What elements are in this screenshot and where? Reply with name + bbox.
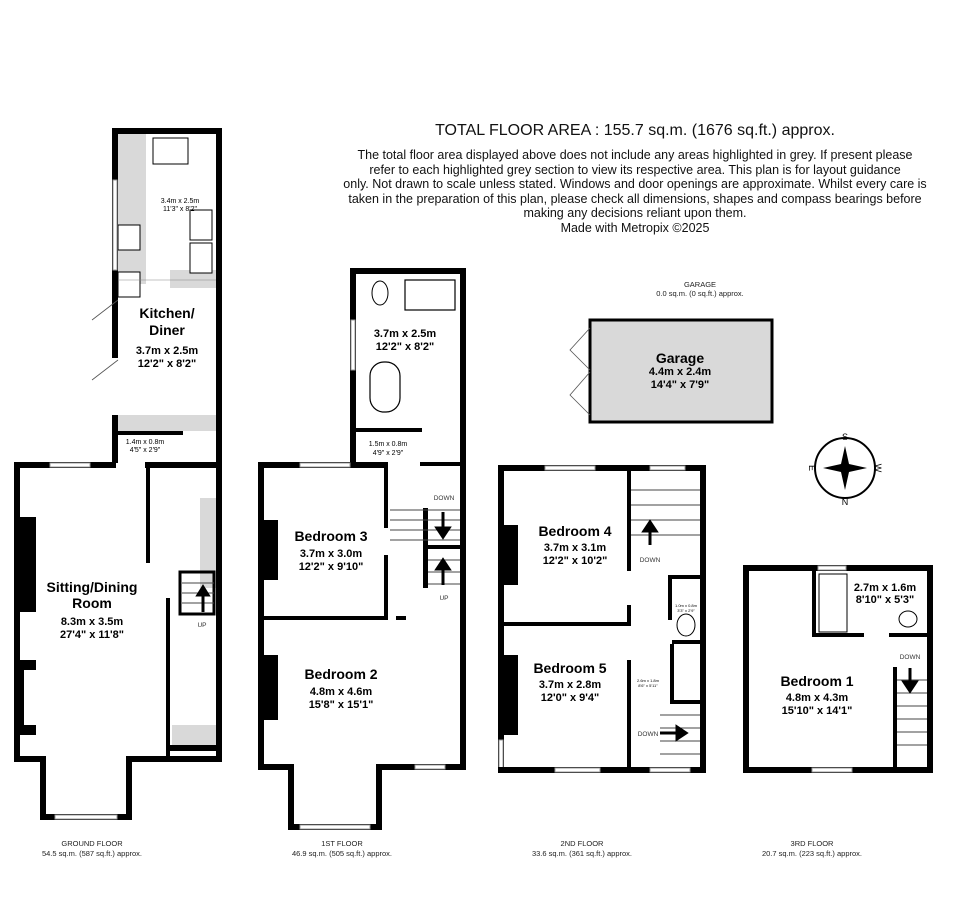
landing-dimensions-m: 2.6m x 1.8m <box>637 678 660 683</box>
stairs-up-label: UP <box>197 622 206 629</box>
bedroom-1-dimensions-ft: 15'10" x 14'1" <box>782 705 853 717</box>
compass-n: N <box>842 497 849 507</box>
wc-dimensions-ft: 4'9" x 2'9" <box>373 450 404 457</box>
garage-dimensions-ft: 14'4" x 7'9" <box>651 379 709 391</box>
room-name-bedroom-3: Bedroom 3 <box>294 528 367 544</box>
landing-dimensions-ft: 8'6" x 5'11" <box>638 683 658 688</box>
floor-area: 20.7 sq.m. (223 sq.ft.) approx. <box>762 849 862 858</box>
disclaimer-line: The total floor area displayed above doe… <box>357 148 913 162</box>
second-floor: DOWN DOWN Bedroom 4 3.7m x 3.1m 12'2" x … <box>498 465 706 858</box>
stairs-down-label: DOWN <box>640 557 661 564</box>
bedroom-3-dimensions-m: 3.7m x 3.0m <box>300 548 363 560</box>
floor-caption: 1ST FLOOR <box>321 839 363 848</box>
first-stairs <box>390 508 460 588</box>
stairs-down-label: DOWN <box>434 495 455 502</box>
room-name-bedroom-5: Bedroom 5 <box>533 660 606 676</box>
disclaimer-line: only. Not drawn to scale unless stated. … <box>343 177 927 192</box>
floor-area: 54.5 sq.m. (587 sq.ft.) approx. <box>42 849 142 858</box>
room-name-kitchen-2: Diner <box>149 322 185 338</box>
first-floor: DOWN UP 3.7m x 2.5m 12'2" x 8'2" 1.5m x … <box>258 268 466 858</box>
bedroom-4-dimensions-ft: 12'2" x 10'2" <box>543 555 608 567</box>
bedroom-2-dimensions-ft: 15'8" x 15'1" <box>309 699 374 711</box>
room-name-sitting-2: Room <box>72 595 112 611</box>
garage-caption: GARAGE <box>684 280 716 289</box>
room-name-bedroom-4: Bedroom 4 <box>538 523 611 539</box>
wc-dimensions-m: 1.5m x 0.8m <box>369 441 408 448</box>
bedroom-5-dimensions-m: 3.7m x 2.8m <box>539 679 602 691</box>
bedroom-3-dimensions-ft: 12'2" x 9'10" <box>299 561 364 573</box>
bedroom-1-dimensions-m: 4.8m x 4.3m <box>786 692 849 704</box>
bedroom-5-dimensions-ft: 12'0" x 9'4" <box>541 692 599 704</box>
compass-w: W <box>873 464 883 473</box>
stairs-up-label: UP <box>439 595 448 602</box>
wc-dimensions-m: 1.4m x 0.8m <box>126 439 165 446</box>
wc-dimensions-ft: 3'3" x 2'9" <box>677 608 695 613</box>
room-name-kitchen: Kitchen/ <box>139 305 194 321</box>
room-name-bedroom-1: Bedroom 1 <box>780 673 853 689</box>
disclaimer: The total floor area displayed above doe… <box>330 148 940 236</box>
ground-stairs <box>178 570 216 616</box>
credit: Made with Metropix ©2025 <box>560 220 710 235</box>
floor-area: 46.9 sq.m. (505 sq.ft.) approx. <box>292 849 392 858</box>
room-name-sitting: Sitting/Dining <box>47 579 138 595</box>
floor-area: 33.6 sq.m. (361 sq.ft.) approx. <box>532 849 632 858</box>
wc-dimensions-m: 1.0m x 0.8m <box>675 603 698 608</box>
bedroom-2-dimensions-m: 4.8m x 4.6m <box>310 686 373 698</box>
disclaimer-line: making any decisions reliant upon them. <box>523 206 747 221</box>
kitchen-area-dimensions-ft: 11'3" x 8'2" <box>163 206 197 213</box>
room-name-bedroom-2: Bedroom 2 <box>304 666 377 682</box>
disclaimer-line: taken in the preparation of this plan, p… <box>348 191 922 206</box>
compass-e: E <box>807 465 817 471</box>
kitchen-dimensions-m: 3.7m x 2.5m <box>136 345 199 357</box>
ground-floor: UP 3.4m x 2.5m 11'3" x 8'2" Kitchen/ Din… <box>14 128 222 858</box>
sitting-dimensions-ft: 27'4" x 11'8" <box>60 629 124 641</box>
garage-area: 0.0 sq.m. (0 sq.ft.) approx. <box>656 289 744 298</box>
wc-dimensions-ft: 4'5" x 2'9" <box>130 447 161 454</box>
total-floor-area-title: TOTAL FLOOR AREA : 155.7 sq.m. (1676 sq.… <box>435 122 835 139</box>
sitting-dimensions-m: 8.3m x 3.5m <box>61 616 124 628</box>
third-floor: DOWN 2.7m x 1.6m 8'10" x 5'3" Bedroom 1 … <box>743 565 933 858</box>
disclaimer-line: refer to each highlighted grey section t… <box>369 162 901 177</box>
floor-caption: 3RD FLOOR <box>791 839 835 848</box>
shower-dimensions-m: 2.7m x 1.6m <box>854 582 917 594</box>
shower-dimensions-ft: 8'10" x 5'3" <box>856 594 914 606</box>
garage-dimensions-m: 4.4m x 2.4m <box>649 366 712 378</box>
garage: GARAGE 0.0 sq.m. (0 sq.ft.) approx. Gara… <box>569 280 774 424</box>
floor-caption: GROUND FLOOR <box>61 839 123 848</box>
stairs-down-label: DOWN <box>900 654 921 661</box>
room-name-garage: Garage <box>656 350 704 366</box>
stairs-down-label: DOWN <box>638 731 659 738</box>
bedroom-4-dimensions-m: 3.7m x 3.1m <box>544 542 607 554</box>
kitchen-area-dimensions-m: 3.4m x 2.5m <box>161 198 200 205</box>
kitchen-dimensions-ft: 12'2" x 8'2" <box>138 358 196 370</box>
compass-s: S <box>842 432 848 442</box>
compass-icon: S N E W <box>807 432 883 507</box>
bathroom-dimensions-m: 3.7m x 2.5m <box>374 328 437 340</box>
floor-caption: 2ND FLOOR <box>561 839 605 848</box>
bathroom-dimensions-ft: 12'2" x 8'2" <box>376 341 434 353</box>
